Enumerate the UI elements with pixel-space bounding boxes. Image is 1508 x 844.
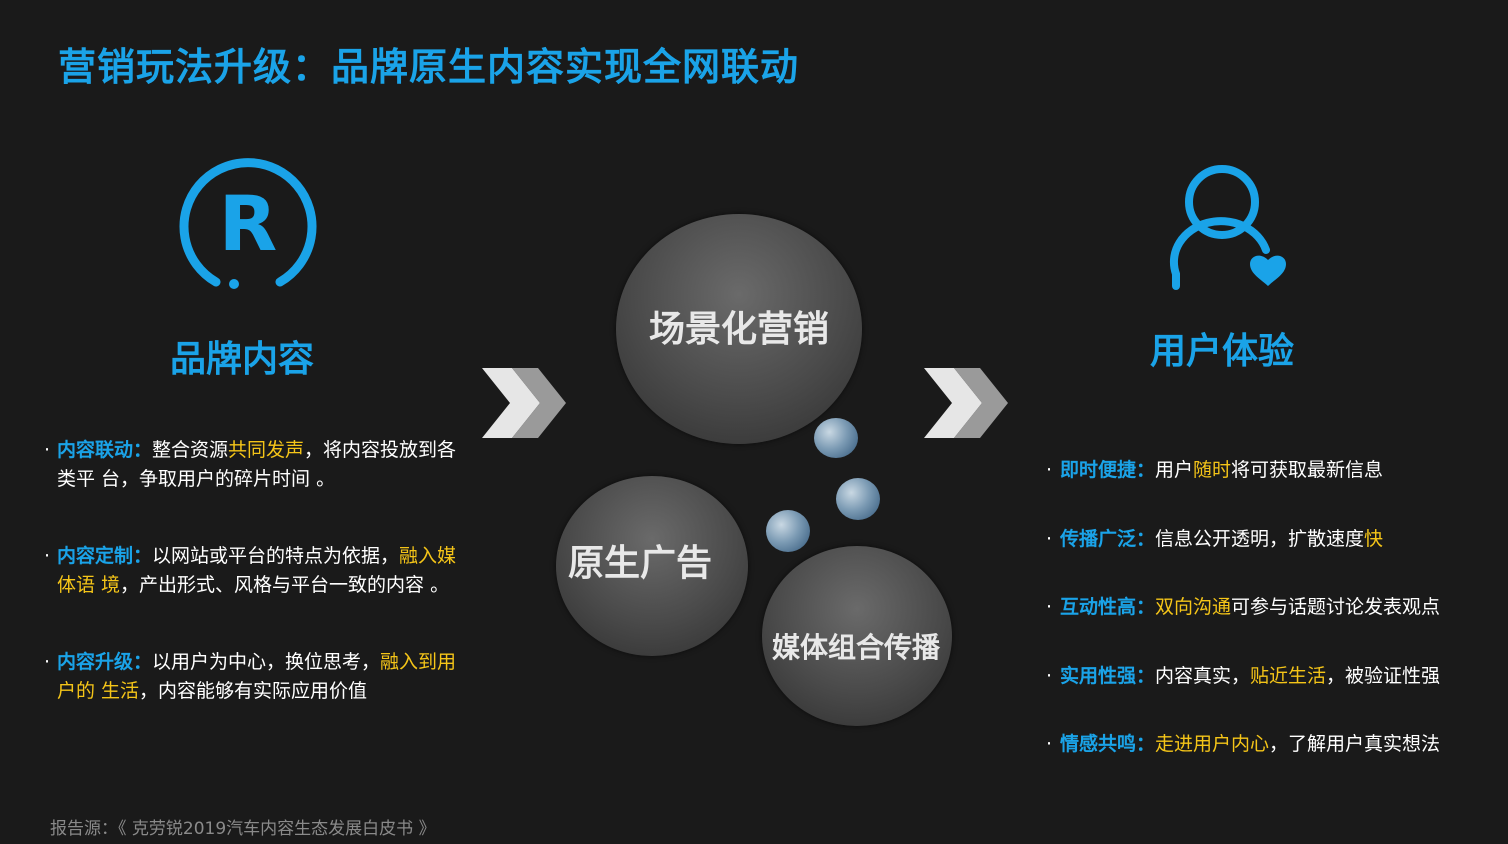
item-text: 以网站或平台的特点为依据， xyxy=(152,545,400,567)
item-highlight: 融入媒体语 境 xyxy=(57,545,457,596)
bullet: · xyxy=(44,545,51,567)
item-text: ，内容能够有实际应用价值 xyxy=(139,680,368,702)
decor-bubble xyxy=(766,510,810,552)
registered-letter: R xyxy=(219,179,278,268)
user-experience-list: · 即时便捷：用户随时将可获取最新信息 · 传播广泛：信息公开透明，扩散速度快 · 互… xyxy=(1042,454,1492,797)
item-label: 即时便捷： xyxy=(1060,459,1156,481)
chevron-right-double-icon xyxy=(482,368,566,438)
item-text: 可参与话题讨论发表观点 xyxy=(1231,596,1441,618)
list-item: · 互动性高：双向沟通可参与话题讨论发表观点 xyxy=(1042,591,1492,623)
item-label: 内容定制： xyxy=(57,545,153,567)
list-item: · 内容联动：整合资源共同发声，将内容投放到各类平 台，争取用户的碎片时间 。 xyxy=(36,436,466,494)
item-text: 信息公开透明，扩散速度 xyxy=(1155,527,1365,550)
circle-label: 媒体组合传播 xyxy=(771,631,940,664)
list-item: · 传播广泛：信息公开透明，扩散速度快 xyxy=(1042,523,1492,555)
brand-content-heading: 品牌内容 xyxy=(170,339,315,380)
bullet: · xyxy=(1046,733,1053,755)
item-text: ，将内容投放到各类平 台，争取用户的碎片时间 。 xyxy=(57,439,457,490)
item-highlight: 随时 xyxy=(1193,459,1232,481)
circle-label: 原生广告 xyxy=(567,543,712,584)
media-mix-circle: 媒体组合传播 xyxy=(762,546,952,726)
item-highlight: 贴近生活 xyxy=(1250,664,1327,687)
user-experience-heading: 用户体验 xyxy=(1150,331,1295,372)
item-highlight: 快 xyxy=(1364,527,1384,550)
bullet: · xyxy=(1046,596,1053,618)
item-highlight: 走进用户内心 xyxy=(1155,733,1270,755)
item-label: 内容升级： xyxy=(57,651,153,673)
item-highlight: 融入到用户的 生活 xyxy=(57,651,457,702)
decor-bubble xyxy=(814,418,858,458)
item-text: 内容真实， xyxy=(1155,664,1251,687)
source-note: 报告源：《 克劳锐2019汽车内容生态发展白皮书 》 xyxy=(50,819,436,839)
bullet: · xyxy=(1046,527,1053,550)
page-title: 营销玩法升级：品牌原生内容实现全网联动 xyxy=(58,45,800,89)
item-label: 内容联动： xyxy=(57,439,153,461)
circle-label: 场景化营销 xyxy=(648,309,829,350)
brand-content-list: · 内容联动：整合资源共同发声，将内容投放到各类平 台，争取用户的碎片时间 。 ·… xyxy=(36,436,466,754)
bullet: · xyxy=(1046,664,1053,687)
list-item: · 内容升级：以用户为中心，换位思考，融入到用户的 生活，内容能够有实际应用价值 xyxy=(36,648,466,706)
bullet: · xyxy=(1046,459,1053,481)
item-text: 用户 xyxy=(1155,459,1194,481)
user-heart-icon xyxy=(1170,165,1286,290)
item-text: 整合资源 xyxy=(152,439,229,461)
decor-bubble xyxy=(836,478,880,520)
item-text: ，产出形式、风格与平台一致的内容 。 xyxy=(120,574,450,596)
item-highlight: 共同发声 xyxy=(228,439,305,461)
item-text: 将可获取最新信息 xyxy=(1231,459,1384,481)
item-label: 情感共鸣： xyxy=(1060,733,1156,755)
item-label: 实用性强： xyxy=(1060,664,1156,687)
item-label: 互动性高： xyxy=(1060,596,1156,618)
scenario-marketing-circle: 场景化营销 xyxy=(616,214,862,444)
chevron-right-double-icon xyxy=(924,368,1008,438)
list-item: · 内容定制：以网站或平台的特点为依据，融入媒体语 境，产出形式、风格与平台一致的… xyxy=(36,542,466,600)
list-item: · 即时便捷：用户随时将可获取最新信息 xyxy=(1042,454,1492,486)
item-text: ，了解用户真实想法 xyxy=(1269,733,1441,755)
list-item: · 情感共鸣：走进用户内心，了解用户真实想法 xyxy=(1042,728,1492,760)
list-item: · 实用性强：内容真实，贴近生活，被验证性强 xyxy=(1042,660,1492,692)
registered-trademark-icon: R xyxy=(179,158,317,289)
item-label: 传播广泛： xyxy=(1060,527,1156,550)
item-text: ，被验证性强 xyxy=(1326,664,1441,687)
item-highlight: 双向沟通 xyxy=(1155,596,1232,618)
native-ads-circle: 原生广告 xyxy=(556,476,748,656)
bullet: · xyxy=(44,651,51,673)
item-text: 以用户为中心，换位思考， xyxy=(152,651,381,673)
bullet: · xyxy=(44,439,51,461)
